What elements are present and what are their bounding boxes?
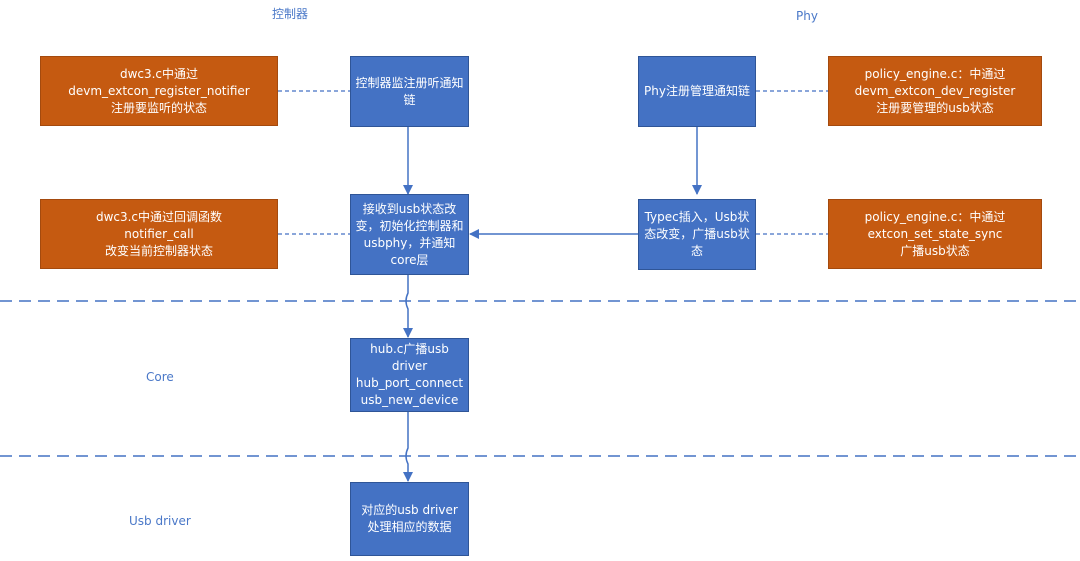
note-dwc3-register-notifier: dwc3.c中通过 devm_extcon_register_notifier …: [40, 56, 278, 126]
box-controller-register-chain: 控制器监注册听通知链: [350, 56, 469, 127]
box-controller-receive-change: 接收到usb状态改变，初始化控制器和usbphy，并通知core层: [350, 194, 469, 275]
section-label-usb-driver: Usb driver: [129, 514, 191, 528]
box-phy-register-chain: Phy注册管理通知链: [638, 56, 756, 127]
box-usb-driver-handle-data: 对应的usb driver 处理相应的数据: [350, 482, 469, 556]
section-label-phy: Phy: [796, 9, 818, 23]
section-label-core: Core: [146, 370, 174, 384]
note-dwc3-notifier-callback: dwc3.c中通过回调函数 notifier_call 改变当前控制器状态: [40, 199, 278, 269]
arrow-receive-to-core: [403, 275, 413, 338]
arrow-core-to-driver: [403, 412, 413, 482]
note-policy-dev-register: policy_engine.c：中通过 devm_extcon_dev_regi…: [828, 56, 1042, 126]
note-policy-set-state-sync: policy_engine.c：中通过 extcon_set_state_syn…: [828, 199, 1042, 269]
section-label-controller: 控制器: [272, 7, 309, 21]
box-core-hub-broadcast: hub.c广播usb driver hub_port_connect usb_n…: [350, 338, 469, 412]
box-phy-typec-insert: Typec插入，Usb状态改变，广播usb状态: [638, 199, 756, 270]
